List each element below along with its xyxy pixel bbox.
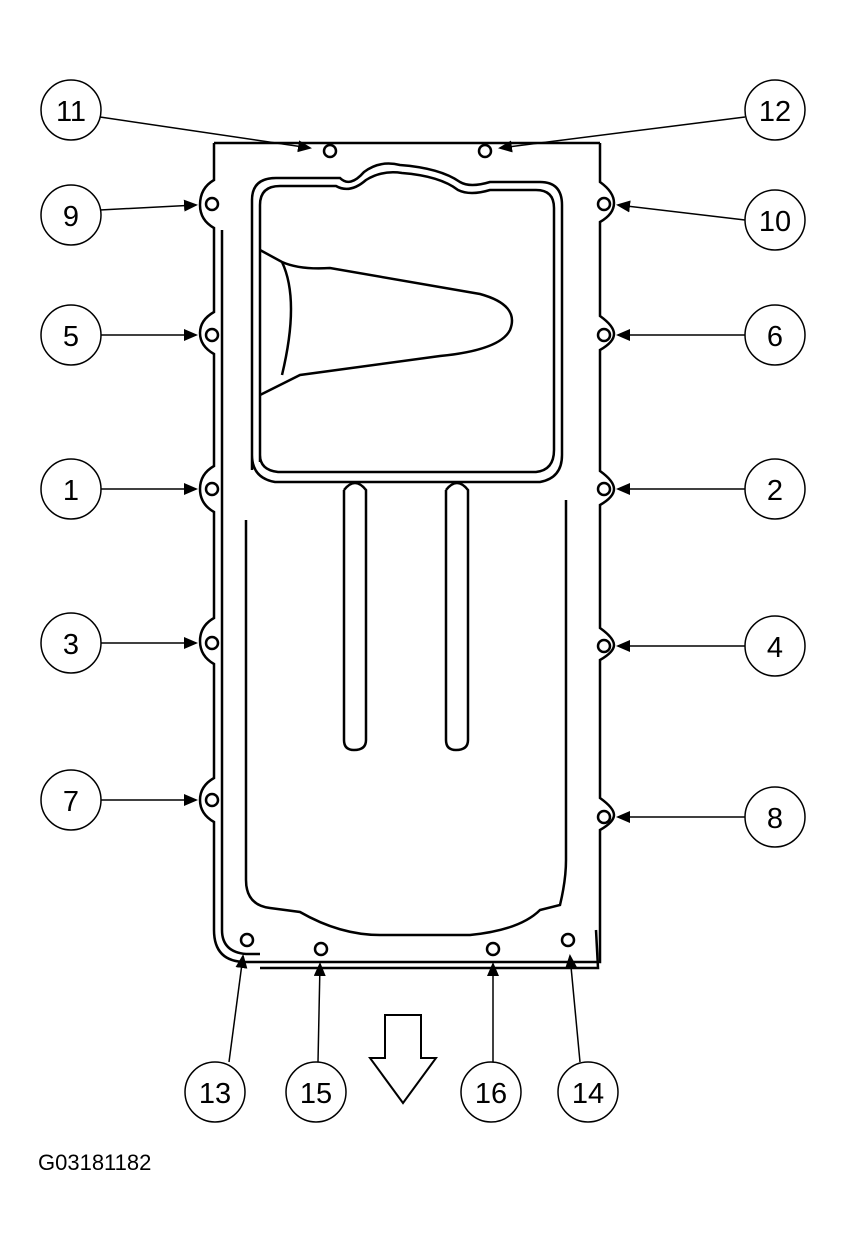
svg-text:4: 4 bbox=[767, 632, 783, 664]
bolt-10 bbox=[596, 196, 612, 212]
pan-flange-inner bbox=[220, 230, 260, 956]
leader-10 bbox=[616, 200, 746, 221]
svg-text:12: 12 bbox=[759, 96, 791, 128]
svg-text:2: 2 bbox=[767, 475, 783, 507]
pan-bottom-edge bbox=[260, 929, 600, 970]
svg-text:13: 13 bbox=[199, 1078, 231, 1110]
bolt-11 bbox=[322, 143, 338, 159]
svg-text:3: 3 bbox=[63, 629, 79, 661]
svg-text:1: 1 bbox=[63, 475, 79, 507]
bolt-1 bbox=[204, 481, 220, 497]
down-arrow-icon bbox=[368, 1014, 438, 1105]
callout-1: 1 bbox=[40, 458, 102, 520]
bolt-2 bbox=[596, 481, 612, 497]
rib-left bbox=[342, 481, 368, 752]
svg-text:15: 15 bbox=[300, 1078, 332, 1110]
baffle-cone bbox=[259, 248, 514, 397]
callout-9: 9 bbox=[40, 184, 102, 246]
leader-12 bbox=[498, 116, 746, 153]
callout-12: 12 bbox=[744, 79, 806, 141]
leader-11 bbox=[99, 116, 312, 153]
sump-inner-outline bbox=[258, 171, 556, 474]
bolt-4 bbox=[596, 638, 612, 654]
bolt-16 bbox=[485, 941, 501, 957]
svg-text:5: 5 bbox=[63, 321, 79, 353]
callout-8: 8 bbox=[744, 786, 806, 848]
callout-4: 4 bbox=[744, 615, 806, 677]
callout-6: 6 bbox=[744, 304, 806, 366]
pan-body bbox=[244, 500, 568, 937]
leader-14 bbox=[565, 954, 581, 1063]
svg-text:6: 6 bbox=[767, 321, 783, 353]
bolt-15 bbox=[313, 941, 329, 957]
svg-text:10: 10 bbox=[759, 206, 791, 238]
callout-16: 16 bbox=[460, 1061, 522, 1123]
pan-flange-outer bbox=[198, 143, 616, 964]
bolt-3 bbox=[204, 635, 220, 651]
svg-text:8: 8 bbox=[767, 803, 783, 835]
leader-lines bbox=[99, 116, 746, 1063]
bolt-holes bbox=[204, 143, 612, 957]
leader-13 bbox=[228, 954, 248, 1063]
callout-5: 5 bbox=[40, 304, 102, 366]
bolt-14 bbox=[560, 932, 576, 948]
svg-text:9: 9 bbox=[63, 201, 79, 233]
rib-right bbox=[444, 481, 470, 752]
bolt-9 bbox=[204, 196, 220, 212]
bolt-5 bbox=[204, 327, 220, 343]
bolt-7 bbox=[204, 792, 220, 808]
callout-13: 13 bbox=[184, 1061, 246, 1123]
leader-15 bbox=[313, 962, 326, 1063]
callout-2: 2 bbox=[744, 458, 806, 520]
bolt-8 bbox=[596, 809, 612, 825]
sump-outline bbox=[250, 162, 564, 484]
callout-10: 10 bbox=[744, 189, 806, 251]
bolt-6 bbox=[596, 327, 612, 343]
callout-11: 11 bbox=[40, 79, 102, 141]
svg-text:14: 14 bbox=[572, 1078, 604, 1110]
svg-text:11: 11 bbox=[56, 96, 86, 128]
svg-text:7: 7 bbox=[63, 786, 79, 818]
callout-3: 3 bbox=[40, 612, 102, 674]
leader-9 bbox=[99, 199, 198, 212]
bolt-12 bbox=[477, 143, 493, 159]
callout-7: 7 bbox=[40, 769, 102, 831]
baffle-cone-inner bbox=[280, 261, 293, 376]
svg-text:16: 16 bbox=[475, 1078, 507, 1110]
callouts: 11 12 9 10 5 6 1 2 3 4 7 8 13 15 16 14 bbox=[40, 79, 806, 1123]
bolt-13 bbox=[239, 932, 255, 948]
callout-14: 14 bbox=[557, 1061, 619, 1123]
figure-id: G03181182 bbox=[38, 1150, 152, 1175]
callout-15: 15 bbox=[285, 1061, 347, 1123]
